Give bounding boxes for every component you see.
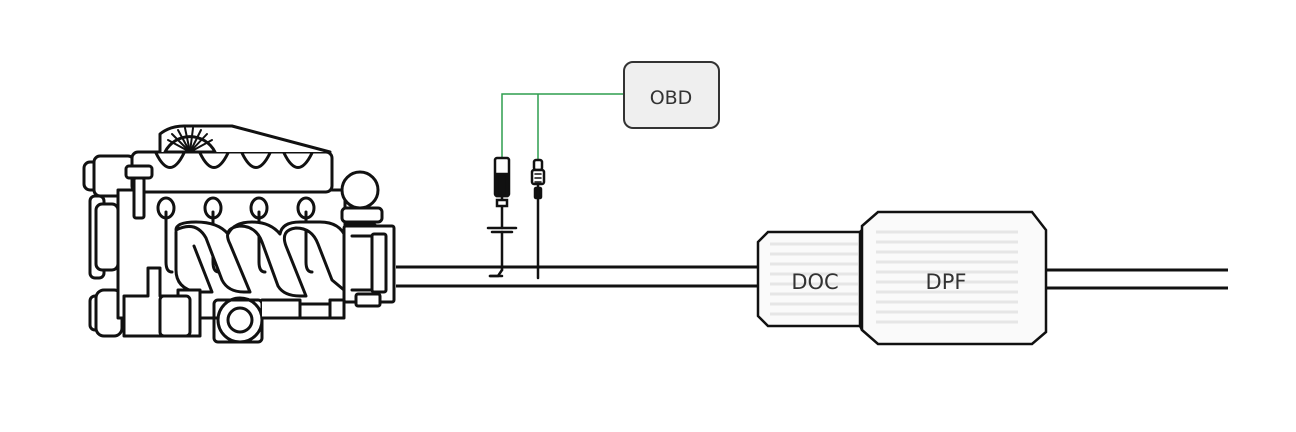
- dpf-canister: DPF: [860, 210, 1048, 346]
- temperature-sensor-icon: [530, 158, 546, 280]
- dpf-label: DPF: [926, 270, 967, 294]
- doc-canister: DOC: [756, 230, 862, 328]
- exhaust-pipe-front: [396, 265, 760, 288]
- obd-label: OBD: [650, 87, 693, 109]
- engine-icon: [82, 124, 396, 344]
- obd-module: OBD: [623, 61, 720, 129]
- doc-dpf-joint: [859, 229, 863, 233]
- doc-dpf-joint-lower: [858, 325, 864, 331]
- nox-sensor-icon: [486, 156, 518, 278]
- doc-label: DOC: [791, 270, 838, 294]
- exhaust-pipe-rear: [1046, 268, 1228, 290]
- aftertreatment-unit: DOC DPF: [756, 210, 1048, 346]
- sensor-wiring: [501, 93, 624, 160]
